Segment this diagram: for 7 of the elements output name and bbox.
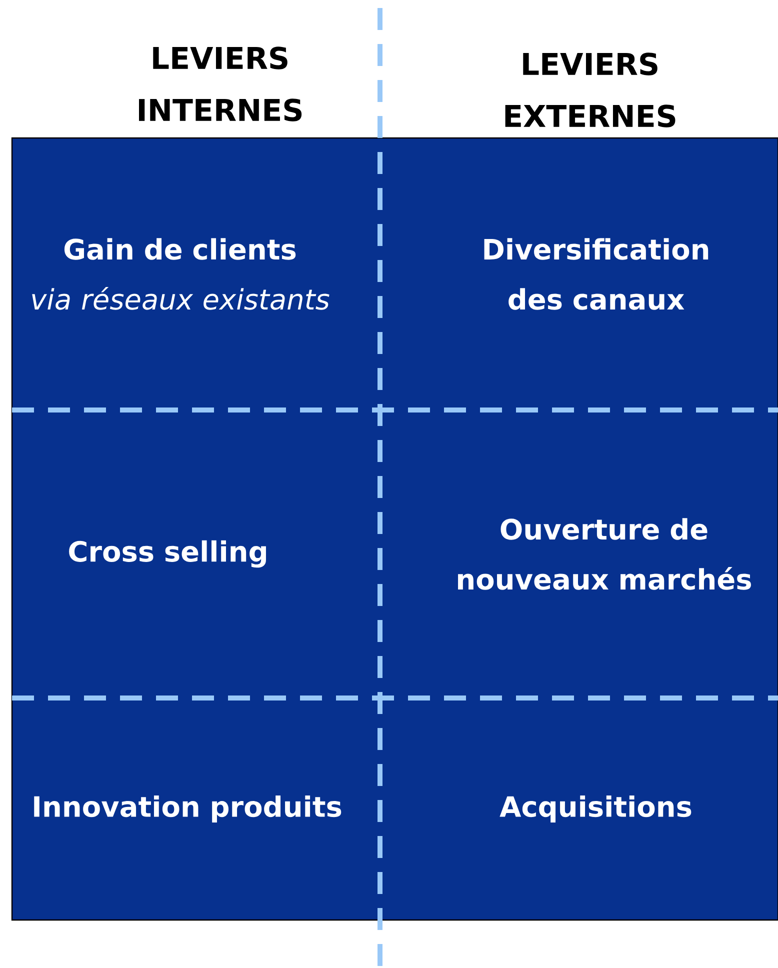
grid-cell: Innovation produits xyxy=(12,698,380,920)
grid-cell: Gain de clients via réseaux existants xyxy=(12,138,380,410)
grid-cell: Cross selling xyxy=(12,410,380,698)
grid-cell: Ouverture de nouveaux marchés xyxy=(380,410,778,698)
grid-cell: Acquisitions xyxy=(380,698,778,920)
column-heading: LEVIERS INTERNES xyxy=(139,46,302,122)
grid-cell: Diversification des canaux xyxy=(380,138,778,410)
